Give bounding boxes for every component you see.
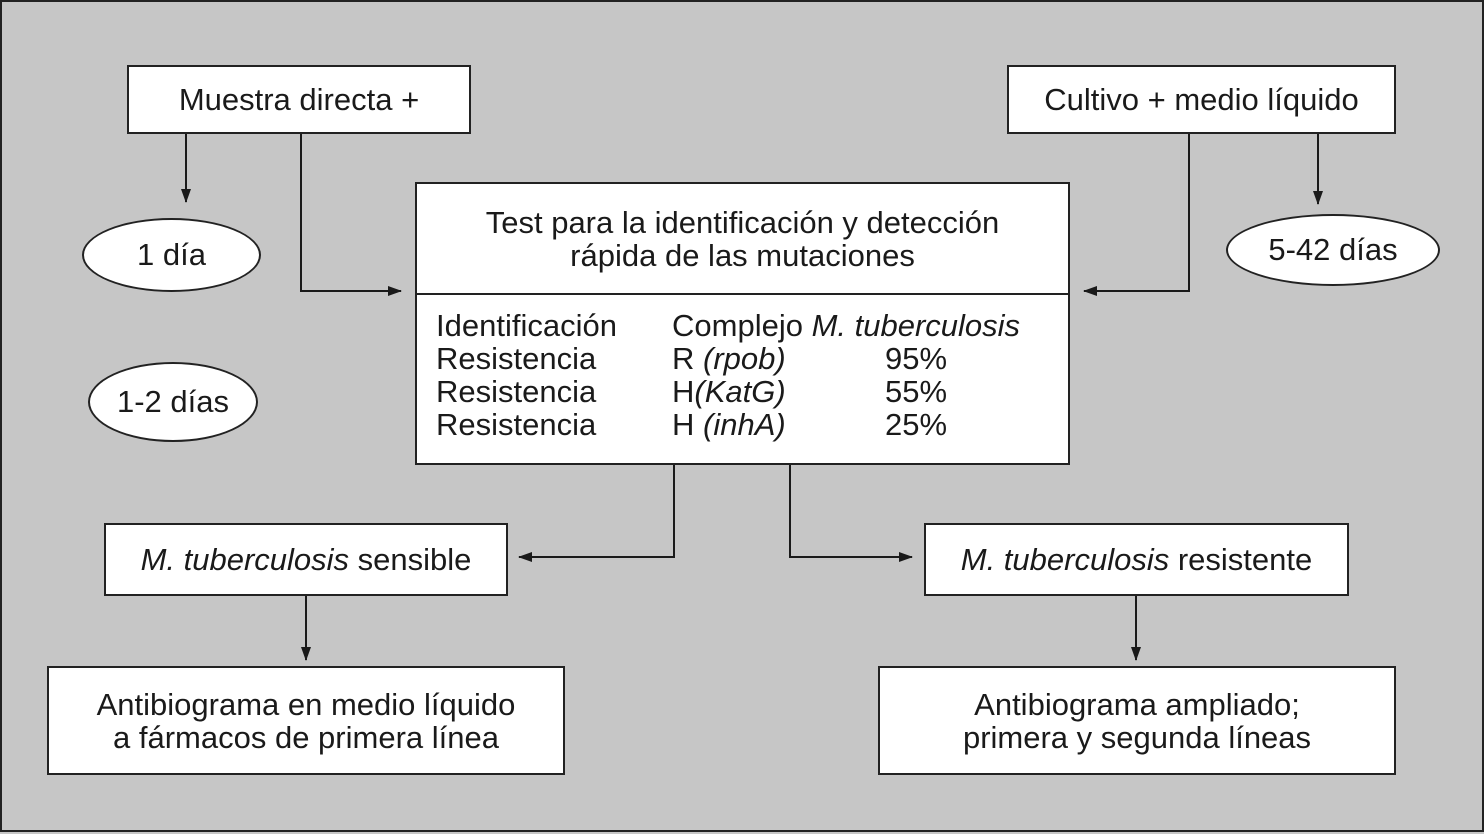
antibiograma-right-line2: primera y segunda líneas <box>962 719 1312 755</box>
ellipse-1-2-dias: 1-2 días <box>88 362 258 442</box>
table-row: Resistencia R (rpob) 95% <box>436 342 1020 375</box>
row-gene: R (rpob) <box>672 341 786 376</box>
row-label: Identificación <box>436 308 617 343</box>
antibiograma-ampliado-box: Antibiograma ampliado; primera y segunda… <box>878 666 1396 775</box>
arrow-muestra-to-test <box>300 133 402 296</box>
ellipse-1-2-dias-label: 1-2 días <box>116 384 229 419</box>
row-percent: 55% <box>885 374 948 409</box>
ellipse-1-dia: 1 día <box>82 218 261 292</box>
row-percent: 95% <box>885 341 948 376</box>
arrow-cultivo-to-test <box>1083 133 1190 296</box>
antibiograma-primera-linea-box: Antibiograma en medio líquido a fármacos… <box>47 666 565 775</box>
table-row: Identificación Complejo M. tuberculosis <box>436 309 1020 342</box>
arrow-test-to-sensible <box>518 465 675 562</box>
tuberculosis-sensible-box: M. tuberculosis sensible <box>104 523 508 596</box>
test-identificacion-box: Test para la identificación y detección … <box>415 182 1070 465</box>
row-label: Resistencia <box>436 407 597 442</box>
table-row: Resistencia H(KatG) 55% <box>436 375 1020 408</box>
ellipse-5-42-dias: 5-42 días <box>1226 214 1440 286</box>
ellipse-5-42-dias-label: 5-42 días <box>1268 232 1398 267</box>
row-label: Resistencia <box>436 374 597 409</box>
resistente-label: M. tuberculosis resistente <box>960 542 1313 577</box>
antibiograma-left-line2: a fármacos de primera línea <box>113 719 499 755</box>
row-gene: Complejo M. tuberculosis <box>672 308 1021 343</box>
table-row: Resistencia H (inhA) 25% <box>436 408 1020 441</box>
sensible-label: M. tuberculosis sensible <box>140 542 472 577</box>
ellipse-1-dia-label: 1 día <box>137 237 206 272</box>
test-results-table: Identificación Complejo M. tuberculosis … <box>436 309 1020 441</box>
tuberculosis-resistente-box: M. tuberculosis resistente <box>924 523 1349 596</box>
cultivo-label: Cultivo + medio líquido <box>1044 82 1359 117</box>
row-gene: H (inhA) <box>672 407 786 442</box>
muestra-directa-box: Muestra directa + <box>127 65 471 134</box>
test-title: Test para la identificación y detección … <box>417 184 1068 293</box>
antibiograma-right-line1: Antibiograma ampliado; <box>974 686 1300 722</box>
cultivo-medio-liquido-box: Cultivo + medio líquido <box>1007 65 1396 134</box>
test-title-line1: Test para la identificación y detección <box>485 204 1000 240</box>
antibiograma-left-line1: Antibiograma en medio líquido <box>96 686 516 722</box>
arrow-test-to-resistente <box>789 465 913 562</box>
muestra-directa-label: Muestra directa + <box>178 82 420 117</box>
row-gene: H(KatG) <box>672 374 786 409</box>
row-label: Resistencia <box>436 341 597 376</box>
test-divider <box>417 293 1068 295</box>
test-title-line2: rápida de las mutaciones <box>570 237 915 273</box>
row-percent: 25% <box>885 407 948 442</box>
